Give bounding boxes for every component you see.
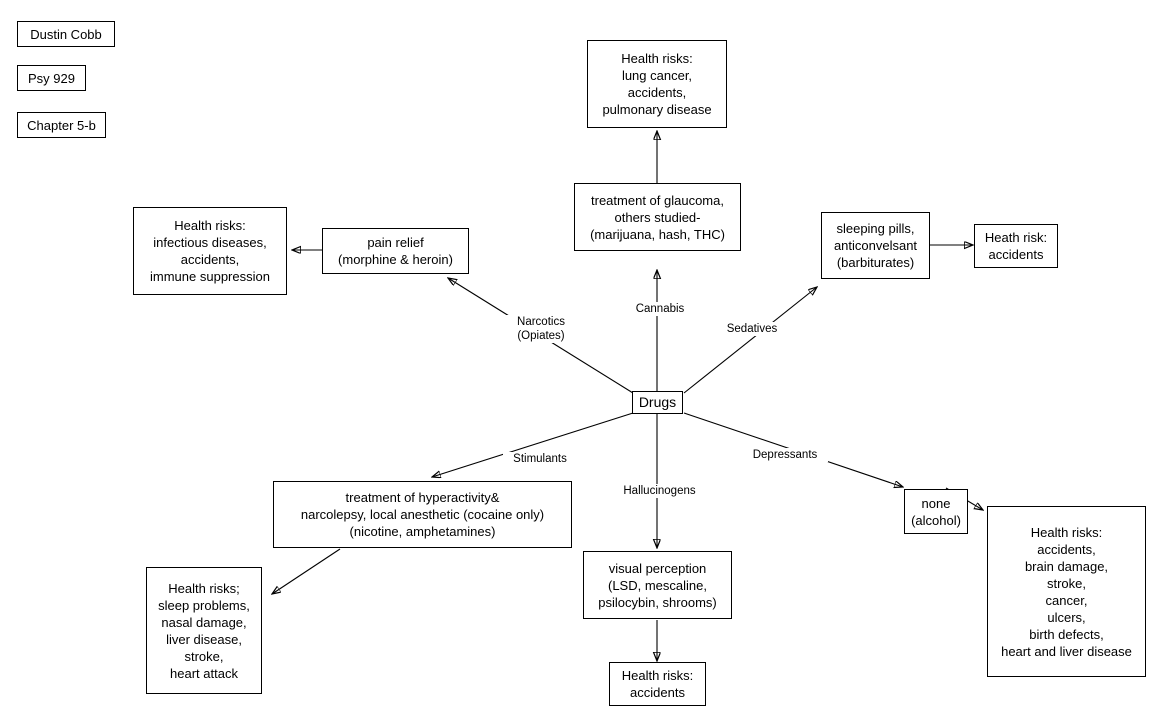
cannabis-risks-line-2: lung cancer, [621, 68, 693, 83]
edge-label-cannabis-text: Cannabis [635, 303, 685, 315]
hallucinogens-use-line-2: (LSD, mescaline, [608, 577, 707, 593]
connector-stimulants-risks [272, 548, 341, 594]
depressants-risks-line-6: ulcers, [1047, 609, 1086, 625]
node-hallucinogens-risks[interactable]: Health risks: accidents [609, 662, 706, 706]
node-sedatives-risks[interactable]: Heath risk: accidents [974, 224, 1058, 268]
drugs-label: Drugs [638, 394, 677, 410]
sedatives-use-line-1: sleeping pills, [836, 221, 915, 236]
hallucinogens-use-line-1: visual perception [608, 560, 707, 576]
course-box: Psy 929 [17, 65, 86, 91]
depressants-use-line-2: (alcohol) [911, 512, 961, 528]
student-name-text: Dustin Cobb [30, 26, 102, 42]
node-cannabis-risks[interactable]: Health risks: lung cancer, accidents, pu… [587, 40, 727, 128]
cannabis-use-line-1: treatment of glaucoma, [591, 192, 724, 208]
stimulants-risks-line-5: stroke, [184, 648, 224, 664]
node-cannabis-use[interactable]: treatment of glaucoma, others studied- (… [574, 183, 741, 251]
sedatives-risks-line-2: accidents [988, 247, 1044, 262]
stimulants-use-line-3: (nicotine, amphetamines) [349, 524, 496, 539]
edge-label-stimulants: Stimulants [503, 452, 577, 466]
stimulants-risks-line-1: Health risks; [168, 580, 240, 596]
depressants-risks-line-2: accidents, [1037, 541, 1096, 557]
node-narcotics-use[interactable]: pain relief (morphine & heroin) [322, 228, 469, 274]
edge-label-sedatives-text: Sedatives [726, 323, 778, 335]
cannabis-risks-line-1: Health risks: [621, 51, 693, 66]
connector-drugs-stimulants [432, 412, 634, 477]
edge-label-narcotics-text-2: (Opiates) [517, 330, 565, 342]
stimulants-risks-line-2: sleep problems, [158, 597, 250, 613]
cannabis-risks-line-4: pulmonary disease [602, 102, 712, 117]
narcotics-risks-line-2: infectious diseases, [153, 235, 267, 250]
stimulants-risks-line-6: heart attack [170, 665, 238, 681]
edge-label-depressants-text: Depressants [752, 449, 818, 461]
edge-label-cannabis: Cannabis [627, 302, 693, 316]
node-hallucinogens-use[interactable]: visual perception (LSD, mescaline, psilo… [583, 551, 732, 619]
stimulants-use-line-2: narcolepsy, local anesthetic (cocaine on… [300, 507, 545, 522]
depressants-risks-line-3: brain damage, [1024, 558, 1109, 574]
depressants-risks-line-8: heart and liver disease [1001, 643, 1132, 659]
cannabis-use-line-2: others studied- [614, 209, 701, 225]
stimulants-risks-line-3: nasal damage, [161, 614, 247, 630]
narcotics-use-line-1: pain relief [367, 235, 424, 250]
hallucinogens-risks-line-1: Health risks: [621, 668, 694, 683]
stimulants-use-line-1: treatment of hyperactivity& [345, 490, 500, 505]
narcotics-risks-line-4: immune suppression [150, 269, 270, 284]
node-stimulants-use[interactable]: treatment of hyperactivity& narcolepsy, … [273, 481, 572, 548]
depressants-risks-line-5: cancer, [1045, 592, 1088, 608]
edge-label-sedatives: Sedatives [717, 322, 787, 336]
edge-label-stimulants-text: Stimulants [513, 453, 567, 465]
edge-label-narcotics-text-1: Narcotics [517, 316, 565, 328]
sedatives-use-line-2: anticonvelsant [833, 238, 918, 253]
chapter-box: Chapter 5-b [17, 112, 106, 138]
depressants-risks-line-7: birth defects, [1029, 626, 1104, 642]
cannabis-use-line-3: (marijuana, hash, THC) [590, 226, 725, 242]
cannabis-risks-line-3: accidents, [627, 85, 687, 100]
hallucinogens-risks-line-2: accidents [630, 685, 685, 700]
connector-drugs-sedatives [683, 287, 817, 394]
sedatives-use-line-3: (barbiturates) [836, 255, 915, 270]
narcotics-risks-line-1: Health risks: [174, 218, 246, 233]
chapter-text: Chapter 5-b [27, 117, 96, 133]
node-drugs-center[interactable]: Drugs [632, 391, 683, 414]
narcotics-risks-line-3: accidents, [180, 252, 240, 267]
edge-label-hallucinogens-text: Hallucinogens [623, 485, 696, 497]
node-depressants-use[interactable]: none (alcohol) [904, 489, 968, 534]
sedatives-risks-line-1: Heath risk: [984, 230, 1048, 245]
node-depressants-risks[interactable]: Health risks: accidents, brain damage, s… [987, 506, 1146, 677]
edge-label-narcotics: Narcotics (Opiates) [503, 315, 579, 343]
depressants-use-line-1: none [921, 495, 951, 511]
stimulants-risks-line-4: liver disease, [166, 631, 242, 647]
depressants-risks-line-4: stroke, [1046, 575, 1086, 591]
node-stimulants-risks[interactable]: Health risks; sleep problems, nasal dama… [146, 567, 262, 694]
edge-label-hallucinogens: Hallucinogens [610, 484, 709, 498]
student-name-box: Dustin Cobb [17, 21, 115, 47]
course-text: Psy 929 [28, 70, 75, 86]
hallucinogens-use-line-3: psilocybin, shrooms) [598, 594, 717, 610]
node-sedatives-use[interactable]: sleeping pills, anticonvelsant (barbitur… [821, 212, 930, 279]
narcotics-use-line-2: (morphine & heroin) [338, 252, 453, 267]
depressants-risks-line-1: Health risks: [1030, 524, 1103, 540]
node-narcotics-risks[interactable]: Health risks: infectious diseases, accid… [133, 207, 287, 295]
edge-label-depressants: Depressants [742, 448, 828, 462]
